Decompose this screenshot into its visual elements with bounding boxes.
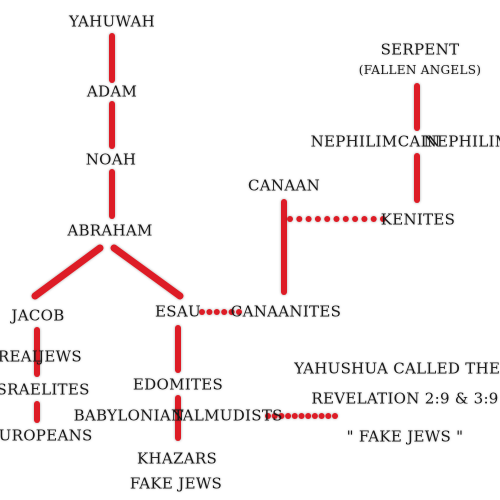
- link-abraham-esau: [110, 244, 184, 300]
- dot: [333, 216, 340, 222]
- node-abraham: ABRAHAM: [67, 221, 153, 240]
- node-europeans: EUROPEANS: [0, 426, 93, 445]
- node-yahuwah: YAHUWAH: [69, 12, 155, 31]
- dotted-link-esau-canaanites: [199, 309, 242, 315]
- dot: [265, 413, 271, 419]
- dot: [278, 413, 285, 419]
- node-cain: CAIN: [397, 132, 441, 151]
- node-edomites: EDOMITES: [132, 375, 224, 394]
- dot: [342, 216, 349, 222]
- dot: [298, 413, 305, 419]
- dot: [291, 413, 298, 419]
- node-kenites: KENITES: [380, 210, 456, 229]
- label-talmudists: TALMUDISTS: [173, 406, 283, 425]
- dot: [311, 413, 318, 419]
- dot: [380, 216, 386, 222]
- node-serpent: SERPENT: [380, 40, 460, 59]
- dot: [206, 309, 213, 315]
- dot: [228, 309, 235, 315]
- node-khazars: KHAZARS: [136, 449, 218, 468]
- dotted-link-canaan-kenites: [287, 216, 386, 222]
- label-nephilim-left: NEPHILIM: [310, 132, 398, 151]
- dot: [370, 216, 377, 222]
- note-line-1: YAHUSHUA CALLED THEM: [294, 359, 500, 378]
- dot: [213, 309, 220, 315]
- dot: [271, 413, 278, 419]
- dotted-link-talmudists-note: [265, 413, 338, 419]
- dot: [305, 216, 312, 222]
- dot: [318, 413, 325, 419]
- dot: [314, 216, 321, 222]
- note-line-2: REVELATION 2:9 & 3:9: [311, 389, 499, 408]
- dot: [221, 309, 228, 315]
- label-fake-jews: FAKE JEWS: [129, 474, 223, 493]
- node-esau: ESAU: [155, 302, 201, 321]
- node-adam: ADAM: [86, 82, 138, 101]
- note-line-3: " FAKE JEWS ": [346, 427, 464, 446]
- node-jacob: JACOB: [11, 306, 65, 325]
- dot: [287, 216, 293, 222]
- label-nephilim-right: NEPHILIM: [423, 132, 500, 151]
- dot: [325, 413, 332, 419]
- node-noah: NOAH: [85, 150, 137, 169]
- dot: [352, 216, 359, 222]
- dot: [236, 309, 242, 315]
- node-israelites: ISRAELITES: [0, 380, 90, 399]
- label-babylonian: BABYLONIAN: [73, 406, 185, 425]
- label-real: REAL: [0, 347, 43, 366]
- link-abraham-jacob: [31, 244, 104, 300]
- node-canaanites: CANAANITES: [230, 302, 342, 321]
- label-fallen-angels: (FALLEN ANGELS): [358, 63, 482, 77]
- node-canaan: CANAAN: [247, 176, 321, 195]
- dot: [199, 309, 205, 315]
- dot: [324, 216, 331, 222]
- dot: [285, 413, 292, 419]
- dot: [305, 413, 312, 419]
- dot: [296, 216, 303, 222]
- dot: [361, 216, 368, 222]
- dot: [332, 413, 338, 419]
- label-jews: JEWS: [38, 347, 82, 366]
